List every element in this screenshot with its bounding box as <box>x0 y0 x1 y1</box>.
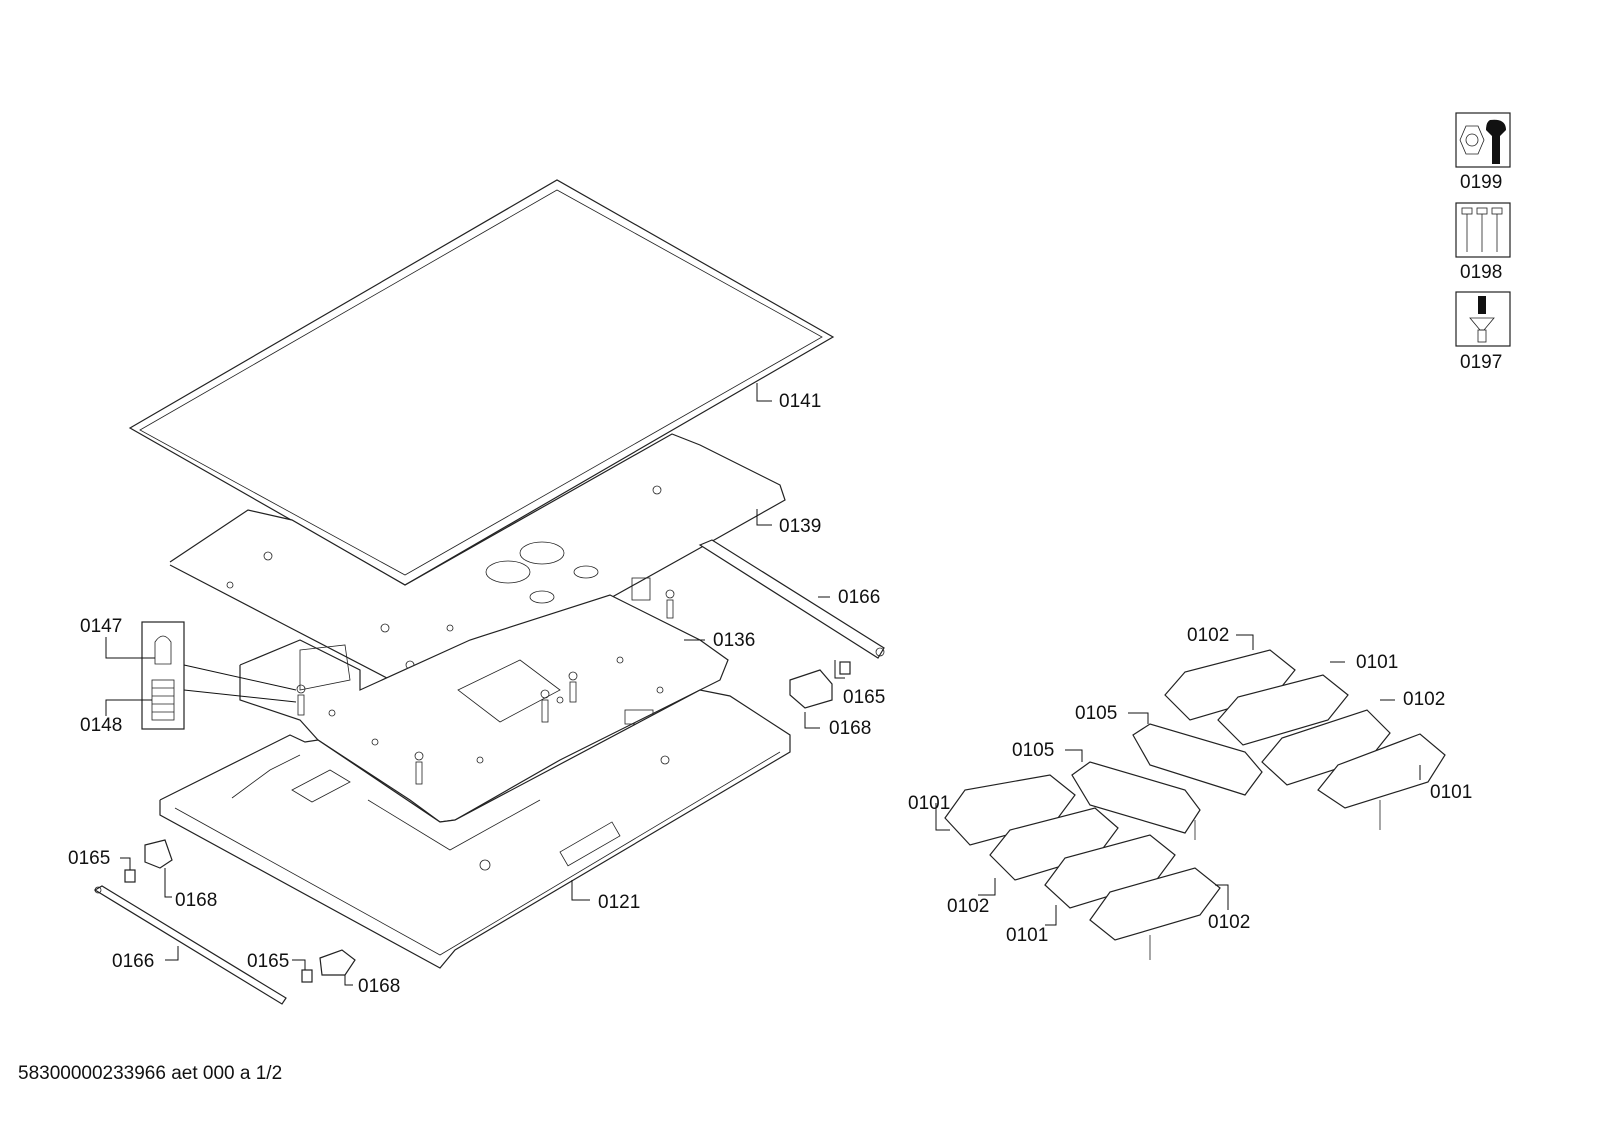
springs <box>296 589 675 785</box>
label-0166-upper: 0166 <box>838 587 880 608</box>
label-0139: 0139 <box>779 516 821 537</box>
label-0199: 0199 <box>1460 172 1502 193</box>
label-0101-bottom: 0101 <box>1006 925 1048 946</box>
label-0121: 0121 <box>598 892 640 913</box>
label-0101-top: 0101 <box>1356 652 1398 673</box>
nut-wrench-icon <box>1455 112 1511 168</box>
label-0165-right: 0165 <box>843 687 885 708</box>
frame-0136 <box>239 577 729 823</box>
document-id-footer: 58300000233966 aet 000 a 1/2 <box>18 1063 283 1084</box>
label-0102-bottom: 0102 <box>1208 912 1250 933</box>
label-0136: 0136 <box>713 630 755 651</box>
screwdriver-icon <box>1455 291 1511 347</box>
label-0105-upper: 0105 <box>1075 703 1117 724</box>
label-0147: 0147 <box>80 616 122 637</box>
label-0168-right: 0168 <box>829 718 871 739</box>
housing-0121 <box>159 689 791 969</box>
label-0101-left: 0101 <box>908 793 950 814</box>
label-0101-right: 0101 <box>1430 782 1472 803</box>
rail-0166-upper <box>698 539 885 659</box>
label-0102-top: 0102 <box>1187 625 1229 646</box>
label-0168-bottom: 0168 <box>358 976 400 997</box>
label-0105-lower: 0105 <box>1012 740 1054 761</box>
clips-brackets <box>124 661 851 983</box>
screws-icon <box>1455 202 1511 258</box>
label-0198: 0198 <box>1460 262 1502 283</box>
label-0168-left: 0168 <box>175 890 217 911</box>
label-0102-left: 0102 <box>947 896 989 917</box>
detail-box-0147-0148 <box>141 621 297 730</box>
leader-lines <box>105 383 1421 986</box>
label-0148: 0148 <box>80 715 122 736</box>
label-0102-right: 0102 <box>1403 689 1445 710</box>
label-0165-left: 0165 <box>68 848 110 869</box>
part-labels: 0141 0139 0166 0136 0147 0148 0165 0168 … <box>68 391 1472 997</box>
label-0166-lower: 0166 <box>112 951 154 972</box>
label-0141: 0141 <box>779 391 821 412</box>
label-0165-bottom: 0165 <box>247 951 289 972</box>
label-0197: 0197 <box>1460 352 1502 373</box>
induction-coil-plates <box>944 649 1446 960</box>
rail-0166-lower <box>93 885 287 1005</box>
